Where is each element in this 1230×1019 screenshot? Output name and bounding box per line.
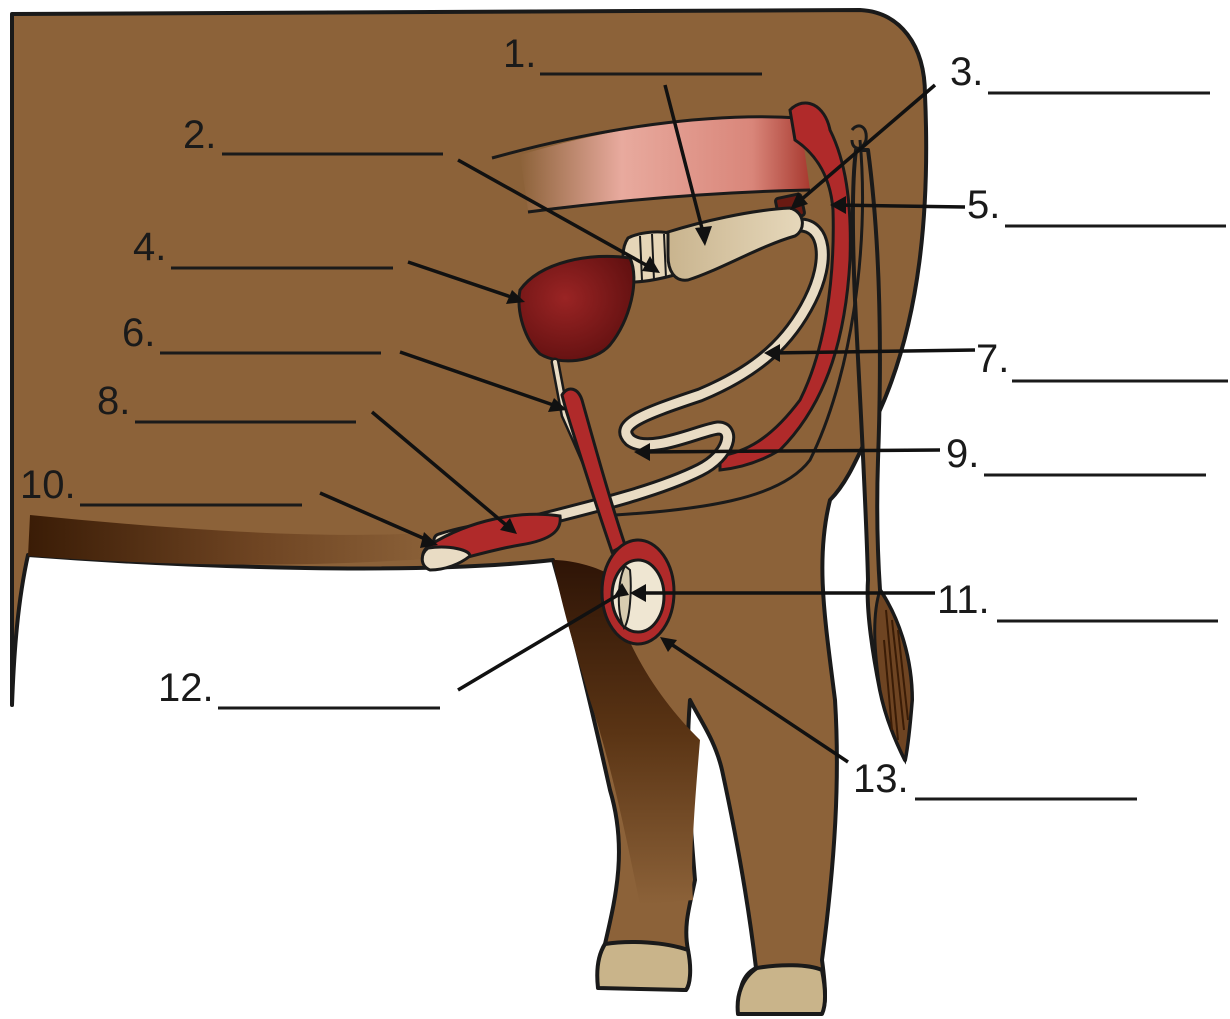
label-5: 5.: [967, 183, 1226, 227]
label-12-text: 12.: [158, 666, 214, 710]
label-8-text: 8.: [97, 379, 130, 423]
label-5-text: 5.: [967, 183, 1000, 227]
label-1-text: 1.: [503, 32, 536, 76]
label-11-text: 11.: [937, 578, 990, 622]
label-4-text: 4.: [133, 225, 166, 269]
label-13: 13.: [853, 757, 1137, 801]
label-7: 7.: [976, 337, 1228, 381]
label-13-text: 13.: [853, 757, 909, 801]
tail-switch: [875, 590, 912, 760]
rear-hoof: [738, 965, 825, 1014]
label-10-text: 10.: [20, 463, 76, 507]
label-3-text: 3.: [950, 50, 983, 94]
label-3: 3.: [950, 50, 1210, 94]
label-9-text: 9.: [946, 432, 979, 476]
label-9: 9.: [946, 432, 1206, 476]
label-2-text: 2.: [183, 113, 216, 157]
label-11: 11.: [937, 578, 1218, 622]
label-6-text: 6.: [122, 311, 155, 355]
front-hoof: [597, 942, 690, 990]
label-12: 12.: [158, 666, 440, 710]
label-7-text: 7.: [976, 337, 1009, 381]
